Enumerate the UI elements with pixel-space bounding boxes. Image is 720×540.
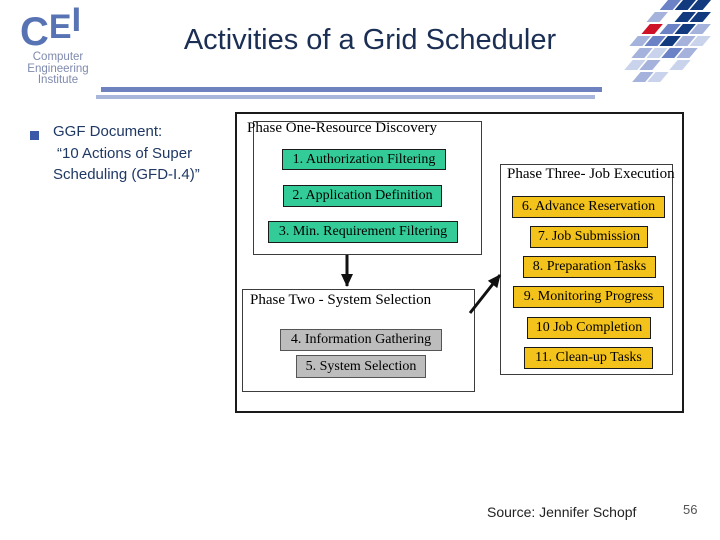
logo-caption-line: Institute [37,74,79,86]
diagram-step: 8. Preparation Tasks [523,256,656,278]
phase-one-title: Phase One-Resource Discovery [247,120,437,136]
diagram-step: 10 Job Completion [527,317,651,339]
phase-two-title: Phase Two - System Selection [250,292,432,308]
diagram-step: 6. Advance Reservation [512,196,665,218]
logo-letter-e: E [48,8,72,46]
diagram-step: 2. Application Definition [283,185,442,207]
bullet-line: “10 Actions of Super [57,144,193,162]
source-credit: Source: Jennifer Schopf [487,504,637,520]
title-divider-bar-light [96,95,595,99]
diagram-step: 7. Job Submission [530,226,648,248]
diagram-step: 9. Monitoring Progress [513,286,664,308]
page-number: 56 [683,502,698,517]
page-title: Activities of a Grid Scheduler [183,24,557,56]
bullet-text: GGF Document: “10 Actions of Super Sched… [53,121,243,186]
logo-caption-line: Computer [32,51,84,63]
bullet-line: Scheduling (GFD-I.4)” [53,166,200,183]
logo-caption-line: Engineering [27,62,89,75]
title-divider-bar-dark [101,87,602,92]
logo-letter-c: C [20,10,49,54]
diagram-step: 4. Information Gathering [280,329,442,351]
logo-letter-i: I [71,1,82,39]
bullet-line: GGF Document: [53,123,163,140]
diagram-step: 1. Authorization Filtering [282,149,446,170]
mosaic-decoration [624,0,711,82]
bullet-square-icon [30,131,39,140]
phase-three-title: Phase Three- Job Execution [507,166,675,182]
diagram-step: 3. Min. Requirement Filtering [268,221,458,243]
logo-caption: Computer Engineering Institute [14,51,102,87]
cei-logo: CEI [20,1,81,55]
diagram-step: 11. Clean-up Tasks [524,347,653,369]
diagram-step: 5. System Selection [296,355,426,378]
